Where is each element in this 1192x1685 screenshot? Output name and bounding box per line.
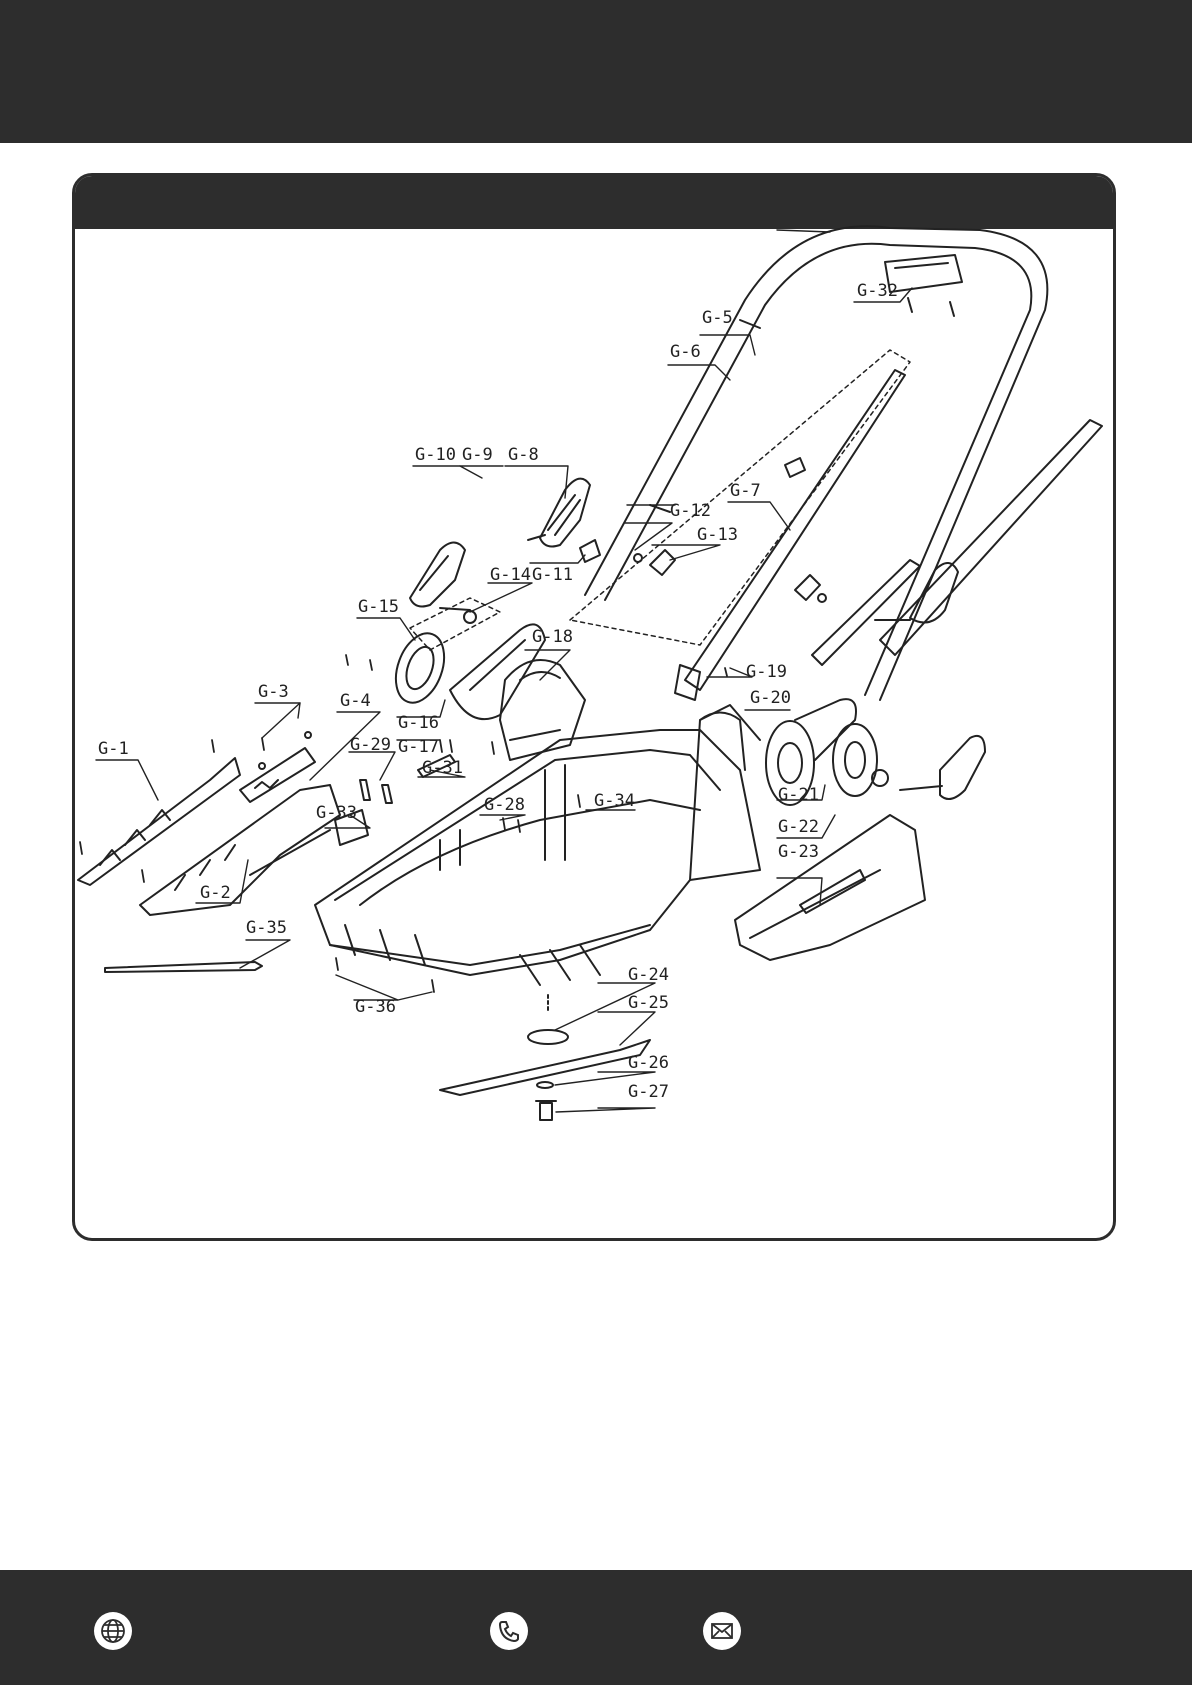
label-g21: G-21 xyxy=(778,785,819,805)
blade-assembly xyxy=(440,995,650,1120)
label-g27: G-27 xyxy=(628,1082,669,1102)
label-g28: G-28 xyxy=(484,795,525,815)
clip-part xyxy=(785,458,805,477)
label-g7: G-7 xyxy=(730,481,761,501)
label-g2: G-2 xyxy=(200,883,231,903)
label-g10: G-10 xyxy=(415,445,456,465)
label-g31: G-31 xyxy=(422,758,463,778)
label-g22: G-22 xyxy=(778,817,819,837)
phone-icon[interactable] xyxy=(490,1612,528,1650)
label-g4: G-4 xyxy=(340,691,371,711)
footer-bar xyxy=(0,1570,1192,1685)
trim-strip xyxy=(105,962,262,972)
label-g11: G-11 xyxy=(532,565,573,585)
label-g15: G-15 xyxy=(358,597,399,617)
label-g17: G-17 xyxy=(398,737,439,757)
label-g6: G-6 xyxy=(670,342,701,362)
label-g8: G-8 xyxy=(508,445,539,465)
height-adjust-lever-upper xyxy=(528,479,590,547)
mail-icon[interactable] xyxy=(703,1612,741,1650)
lower-handle-tubes xyxy=(675,370,1102,700)
label-g32: G-32 xyxy=(857,281,898,301)
motor-cover xyxy=(500,660,585,760)
label-g20: G-20 xyxy=(750,688,791,708)
label-g14: G-14 xyxy=(490,565,531,585)
pins xyxy=(360,780,392,803)
label-g23: G-23 xyxy=(778,842,819,862)
handle-bar xyxy=(585,226,1047,700)
wheel-release-lever xyxy=(900,736,985,799)
leader-lines xyxy=(96,230,912,1112)
label-g16: G-16 xyxy=(398,713,439,733)
handle-knob-left xyxy=(634,550,675,575)
label-g35: G-35 xyxy=(246,918,287,938)
label-g25: G-25 xyxy=(628,993,669,1013)
label-g5: G-5 xyxy=(702,308,733,328)
label-g9: G-9 xyxy=(462,445,493,465)
label-g18: G-18 xyxy=(532,627,573,647)
label-g19: G-19 xyxy=(746,662,787,682)
side-cover-left xyxy=(78,758,240,885)
part-labels: G-1 G-2 G-3 G-4 G-5 G-6 G-7 G-8 G-9 G-10… xyxy=(98,281,898,1102)
label-g33: G-33 xyxy=(316,803,357,823)
globe-icon[interactable] xyxy=(94,1612,132,1650)
side-plate xyxy=(240,732,315,802)
bracket-part xyxy=(580,540,600,562)
side-cover-inner xyxy=(140,785,340,915)
label-g29: G-29 xyxy=(350,735,391,755)
label-g1: G-1 xyxy=(98,739,129,759)
label-g13: G-13 xyxy=(697,525,738,545)
label-g36: G-36 xyxy=(355,997,396,1017)
handle-knob-right xyxy=(795,575,826,602)
label-g12: G-12 xyxy=(670,501,711,521)
label-g26: G-26 xyxy=(628,1053,669,1073)
label-g34: G-34 xyxy=(594,791,635,811)
label-g3: G-3 xyxy=(258,682,289,702)
rear-guard xyxy=(735,815,925,960)
label-g24: G-24 xyxy=(628,965,669,985)
height-adjust-lever-lower xyxy=(410,543,476,624)
height-adjust-plate xyxy=(387,624,545,719)
screws xyxy=(80,655,727,992)
